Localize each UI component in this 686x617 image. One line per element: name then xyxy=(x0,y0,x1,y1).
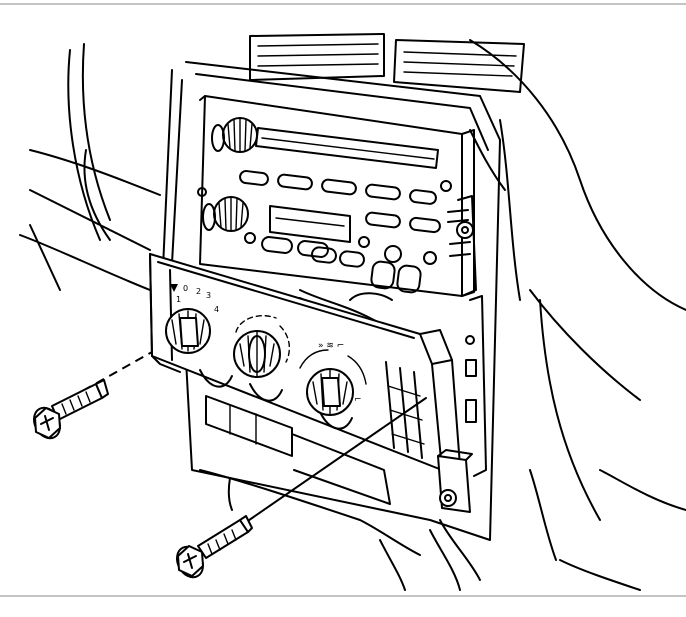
fan-speed-knob xyxy=(165,308,211,354)
fan-mark-3: 3 xyxy=(206,291,211,300)
upper-vent-left xyxy=(249,33,385,81)
mounting-bracket-right xyxy=(447,195,487,477)
upper-vent-right xyxy=(393,39,525,93)
phillips-cross-icon xyxy=(40,415,54,431)
radio-volume-knob xyxy=(211,117,258,153)
mode-icon-marks: » ≋ ⌐ xyxy=(318,341,344,351)
dashboard-outline xyxy=(19,39,686,521)
phillips-cross-icon-2 xyxy=(183,553,197,569)
mode-icon-marks-lower: ⌐ xyxy=(354,395,362,405)
lower-vent-louvers xyxy=(205,395,391,505)
lower-bracket xyxy=(437,449,473,513)
screw-right[interactable] xyxy=(172,397,427,582)
fan-mark-1: 1 xyxy=(176,295,181,304)
console-lower-edge xyxy=(529,469,641,591)
fan-mark-0: 0 xyxy=(183,284,188,293)
fan-mark-2: 2 xyxy=(196,287,201,296)
screw-left[interactable] xyxy=(29,351,153,443)
mode-knob: » ≋ ⌐ ⌐ xyxy=(299,341,367,416)
temperature-knob xyxy=(233,314,291,378)
center-stack-bezel xyxy=(161,61,501,591)
screw-right-alignment-line xyxy=(225,397,427,537)
fan-mark-4: 4 xyxy=(214,305,219,314)
fan-speed-scale: 0 1 2 3 4 xyxy=(170,284,219,314)
radio-tune-knob xyxy=(202,196,249,232)
